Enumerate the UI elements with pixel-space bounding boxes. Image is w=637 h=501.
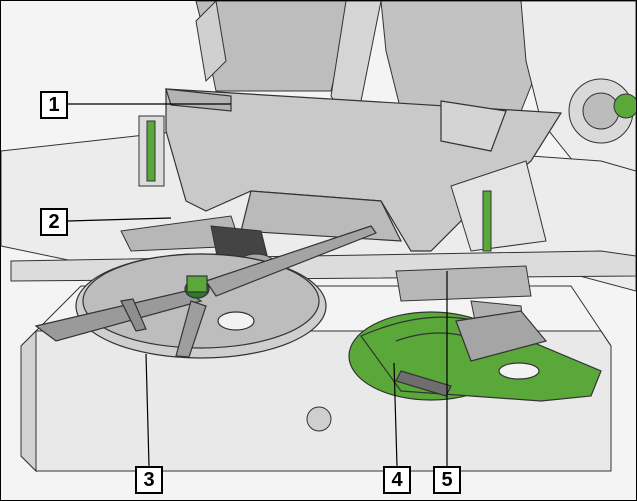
callout-3: 3 <box>135 466 163 494</box>
leader-line-3 <box>145 353 150 467</box>
leader-line-4 <box>393 362 398 467</box>
leader-lines <box>67 103 448 467</box>
leader-line-2 <box>67 217 172 222</box>
left-spreading-disc <box>34 225 377 359</box>
right-spreading-disc <box>348 310 602 402</box>
upper-machinery <box>195 1 636 192</box>
callout-1: 1 <box>40 91 68 119</box>
callout-5: 5 <box>433 466 461 494</box>
callout-4: 4 <box>383 466 411 494</box>
callout-2: 2 <box>40 208 68 236</box>
